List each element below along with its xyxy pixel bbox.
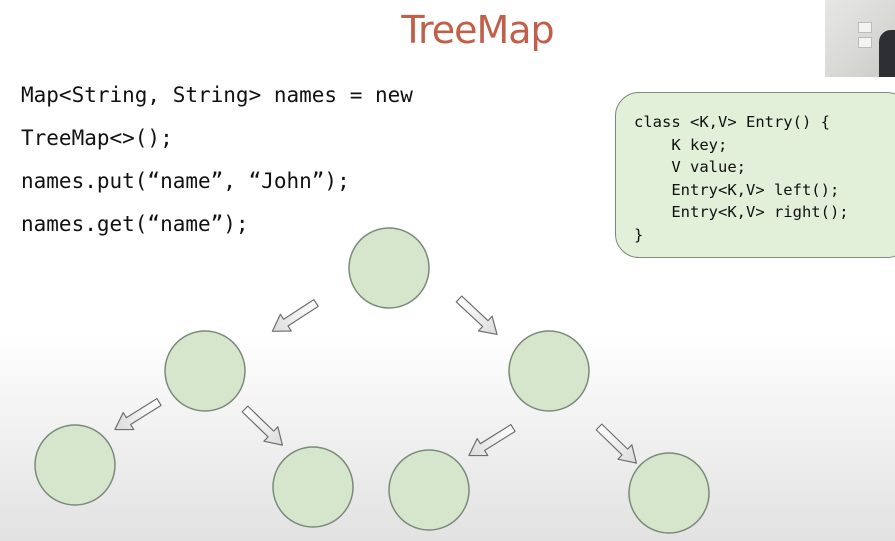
tree-node-right [508,330,590,412]
arrow-root-right [455,295,498,336]
code-line-1: Map<String, String> names = new [21,83,413,107]
arrow-right-right [595,423,638,464]
tree-node-right-left [388,449,470,531]
entry-line-6: } [634,225,644,244]
code-line-3: names.put(“name”, “John”); [21,169,350,193]
arrow-left-left [114,398,162,431]
tree-node-left-right [272,446,354,528]
entry-class-box: class <K,V> Entry() { K key; V value; En… [615,92,895,258]
tree-node-left-left [34,424,116,506]
tree-node-left [164,330,246,412]
arrow-left-right [241,405,284,446]
webcam-overlay [825,0,895,77]
arrow-root-left [271,299,319,332]
arrow-right-left [468,424,516,457]
tree-node-root [348,227,430,309]
entry-line-1: class <K,V> Entry() { [634,113,830,131]
entry-line-4: Entry<K,V> left(); [634,180,840,199]
wall-switch [858,37,872,48]
wall-switch [858,22,872,33]
slide-title: TreeMap [401,8,554,52]
entry-line-3: V value; [634,158,746,176]
presenter-silhouette [879,30,895,77]
entry-line-2: K key; [634,135,728,154]
code-line-2: TreeMap<>(); [21,126,173,150]
tree-node-right-right [628,452,710,534]
entry-line-5: Entry<K,V> right(); [634,203,849,221]
code-line-4: names.get(“name”); [21,212,249,236]
